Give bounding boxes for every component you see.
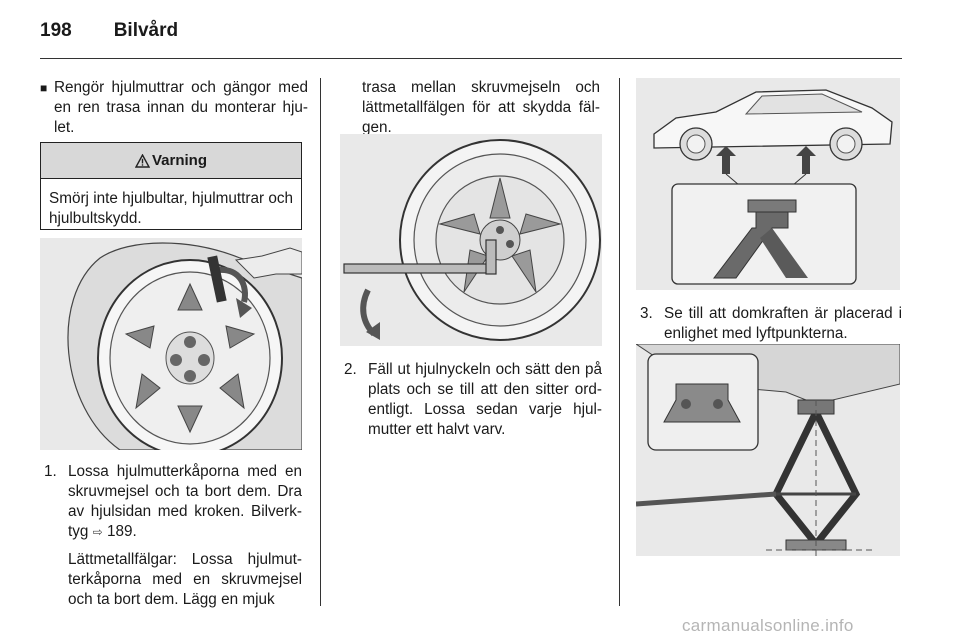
column-divider [320,78,321,606]
page-number: 198 [40,20,72,41]
step-2: 2. Fäll ut hjulnyckeln och sätt den på p… [344,360,602,440]
step-subtext: Lättmetallfälgar: Lossa hjulmut-terkåpor… [68,551,302,608]
warning-header: Varning [41,143,301,179]
step-number: 2. [344,361,357,378]
section-title: Bilvård [113,20,179,41]
bullet-mark: ■ [40,81,48,95]
jack-placement-illustration [636,344,900,556]
step-number: 1. [44,463,57,480]
column-divider [619,78,620,606]
step-1: 1. Lossa hjulmutterkåporna med en skruvm… [44,462,302,610]
step-3: 3. Se till att domkraften är placerad i … [640,304,902,344]
page-ref[interactable]: 189. [106,523,137,540]
warning-box: Varning Smörj inte hjulbultar, hjulmuttr… [40,142,302,230]
car-lift-points-illustration [636,78,900,290]
warning-triangle-icon [134,153,150,168]
step-text: Fäll ut hjulnyckeln och sätt den på plat… [368,361,602,438]
page-ref-icon: ⇨ [92,525,103,539]
page-header: 198 Bilvård [40,20,178,48]
bullet-paragraph: ■ Rengör hjulmuttrar och gängor med en r… [40,78,308,138]
warning-text: Smörj inte hjulbultar, hjulmuttrar och h… [49,190,294,227]
wheel-wrench-illustration [340,134,602,346]
step-text: Lossa hjulmutterkåporna med en skruvmejs… [68,463,302,540]
watermark: carmanualsonline.info [682,616,854,635]
header-rule [40,58,902,59]
hubcap-removal-illustration [40,238,302,450]
continued-paragraph: trasa mellan skruvmejseln och lättmetall… [362,79,600,136]
step-number: 3. [640,305,653,322]
step-text: Se till att domkraften är placerad i enl… [664,305,902,342]
warning-title: Varning [151,152,207,169]
bullet-text: Rengör hjulmuttrar och gängor med en ren… [54,79,308,136]
